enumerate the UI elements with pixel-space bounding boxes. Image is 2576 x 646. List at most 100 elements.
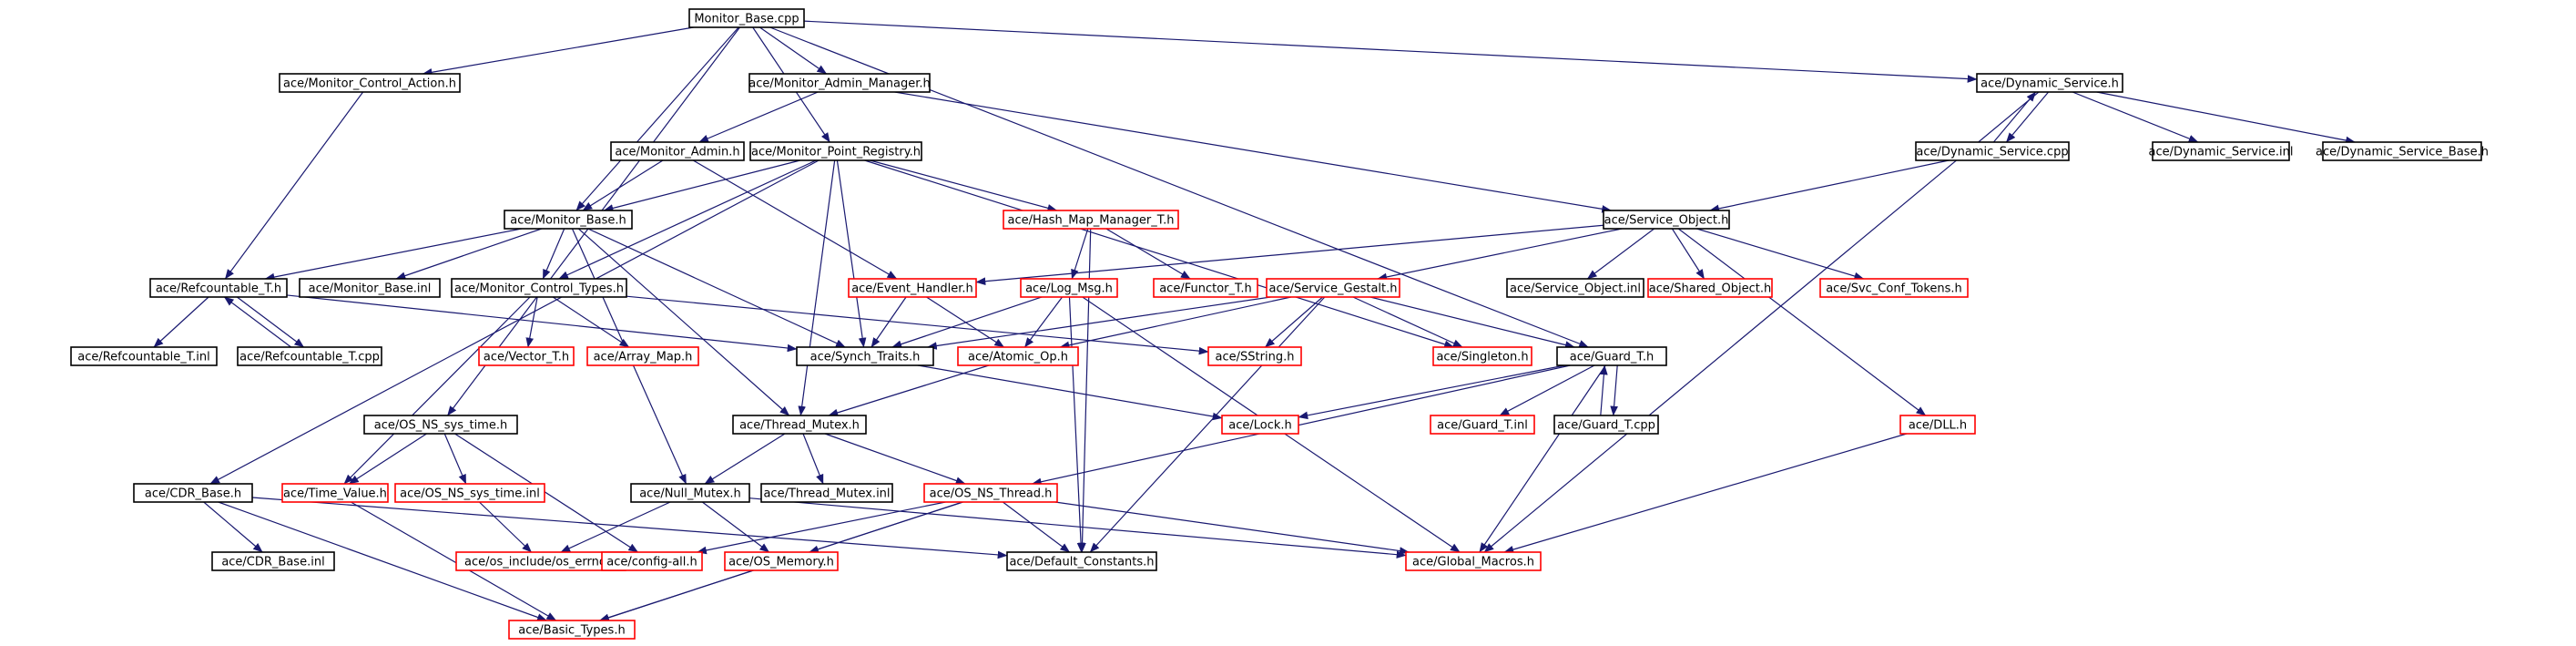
node-box[interactable] [688, 8, 805, 28]
node-box[interactable] [1603, 210, 1730, 230]
node-dsinl[interactable]: ace/Dynamic_Service.inl [2149, 141, 2294, 161]
node-tm[interactable]: ace/Thread_Mutex.h [732, 415, 867, 435]
node-box[interactable] [1899, 415, 1976, 435]
node-box[interactable] [149, 278, 288, 298]
node-box[interactable] [760, 483, 893, 503]
node-box[interactable] [957, 346, 1079, 366]
node-st[interactable]: ace/Synch_Traits.h [796, 346, 934, 366]
node-box[interactable] [1432, 346, 1532, 366]
node-gt[interactable]: ace/Guard_T.h [1556, 346, 1667, 366]
node-rccpp[interactable]: ace/Refcountable_T.cpp [237, 346, 382, 366]
node-gm[interactable]: ace/Global_Macros.h [1405, 551, 1542, 571]
node-box[interactable] [630, 483, 750, 503]
node-box[interactable] [299, 278, 441, 298]
node-mct[interactable]: ace/Monitor_Control_Types.h [451, 278, 627, 298]
node-box[interactable] [1647, 278, 1773, 298]
node-box[interactable] [748, 73, 931, 93]
node-tv[interactable]: ace/Time_Value.h [281, 483, 389, 503]
node-ao[interactable]: ace/Atomic_Op.h [957, 346, 1079, 366]
node-sct[interactable]: ace/Svc_Conf_Tokens.h [1819, 278, 1969, 298]
node-box[interactable] [2152, 141, 2290, 161]
node-box[interactable] [732, 415, 867, 435]
node-box[interactable] [923, 483, 1058, 503]
node-box[interactable] [848, 278, 977, 298]
node-fun[interactable]: ace/Functor_T.h [1153, 278, 1258, 298]
node-box[interactable] [1405, 551, 1542, 571]
node-box[interactable] [508, 620, 636, 640]
node-box[interactable] [1266, 278, 1400, 298]
node-mam[interactable]: ace/Monitor_Admin_Manager.h [748, 73, 931, 93]
node-box[interactable] [237, 346, 382, 366]
node-soinl[interactable]: ace/Service_Object.inl [1506, 278, 1644, 298]
node-ds[interactable]: ace/Dynamic_Service.h [1976, 73, 2123, 93]
node-box[interactable] [281, 483, 389, 503]
node-box[interactable] [796, 346, 934, 366]
node-sgl[interactable]: ace/Singleton.h [1432, 346, 1532, 366]
node-mca[interactable]: ace/Monitor_Control_Action.h [279, 73, 461, 93]
node-box[interactable] [1207, 346, 1302, 366]
node-ss[interactable]: ace/SString.h [1207, 346, 1302, 366]
node-box[interactable] [1556, 346, 1667, 366]
node-box[interactable] [70, 346, 218, 366]
node-lock[interactable]: ace/Lock.h [1221, 415, 1299, 435]
node-bt[interactable]: ace/Basic_Types.h [508, 620, 636, 640]
node-dll[interactable]: ace/DLL.h [1899, 415, 1976, 435]
node-mbinl[interactable]: ace/Monitor_Base.inl [299, 278, 441, 298]
node-gtcpp[interactable]: ace/Guard_T.cpp [1553, 415, 1659, 435]
node-box[interactable] [1003, 210, 1179, 230]
node-box[interactable] [749, 141, 922, 161]
node-box[interactable] [363, 415, 518, 435]
node-box[interactable] [1553, 415, 1659, 435]
node-box[interactable] [586, 346, 699, 366]
edge-so-to-sho [1671, 228, 1705, 280]
node-box[interactable] [478, 346, 575, 366]
node-box[interactable] [133, 483, 253, 503]
node-box[interactable] [1020, 278, 1118, 298]
node-box[interactable] [1506, 278, 1644, 298]
node-box[interactable] [610, 141, 745, 161]
node-box[interactable] [724, 551, 839, 571]
node-box[interactable] [1915, 141, 2070, 161]
node-gtinl[interactable]: ace/Guard_T.inl [1430, 415, 1535, 435]
node-box[interactable] [601, 551, 703, 571]
node-cdr[interactable]: ace/CDR_Base.h [133, 483, 253, 503]
node-dscpp[interactable]: ace/Dynamic_Service.cpp [1915, 141, 2070, 161]
node-box[interactable] [279, 73, 461, 93]
node-so[interactable]: ace/Service_Object.h [1603, 210, 1730, 230]
node-cfg[interactable]: ace/config-all.h [601, 551, 703, 571]
node-box[interactable] [451, 278, 627, 298]
node-log[interactable]: ace/Log_Msg.h [1020, 278, 1118, 298]
node-box[interactable] [1006, 551, 1157, 571]
node-root[interactable]: Monitor_Base.cpp [688, 8, 805, 28]
node-dc[interactable]: ace/Default_Constants.h [1006, 551, 1157, 571]
node-mb[interactable]: ace/Monitor_Base.h [504, 210, 633, 230]
node-sg[interactable]: ace/Service_Gestalt.h [1266, 278, 1400, 298]
node-box[interactable] [504, 210, 633, 230]
node-mpr[interactable]: ace/Monitor_Point_Registry.h [749, 141, 922, 161]
node-box[interactable] [1819, 278, 1969, 298]
node-am[interactable]: ace/Array_Map.h [586, 346, 699, 366]
node-box[interactable] [1976, 73, 2123, 93]
node-box[interactable] [2322, 141, 2482, 161]
node-osnt[interactable]: ace/OS_NS_Thread.h [923, 483, 1058, 503]
node-dsb[interactable]: ace/Dynamic_Service_Base.h [2316, 141, 2489, 161]
node-errno[interactable]: ace/os_include/os_errno.h [455, 551, 626, 571]
node-box[interactable] [211, 551, 335, 571]
node-madm[interactable]: ace/Monitor_Admin.h [610, 141, 745, 161]
node-osstinl[interactable]: ace/OS_NS_sys_time.inl [394, 483, 545, 503]
node-osst[interactable]: ace/OS_NS_sys_time.h [363, 415, 518, 435]
node-rc[interactable]: ace/Refcountable_T.h [149, 278, 288, 298]
node-box[interactable] [1221, 415, 1299, 435]
node-hmm[interactable]: ace/Hash_Map_Manager_T.h [1003, 210, 1179, 230]
node-nm[interactable]: ace/Null_Mutex.h [630, 483, 750, 503]
node-mem[interactable]: ace/OS_Memory.h [724, 551, 839, 571]
node-eh[interactable]: ace/Event_Handler.h [848, 278, 977, 298]
node-box[interactable] [1430, 415, 1535, 435]
node-box[interactable] [394, 483, 545, 503]
node-sho[interactable]: ace/Shared_Object.h [1647, 278, 1773, 298]
node-cdrinl[interactable]: ace/CDR_Base.inl [211, 551, 335, 571]
node-box[interactable] [1153, 278, 1258, 298]
node-tminl[interactable]: ace/Thread_Mutex.inl [760, 483, 893, 503]
node-vec[interactable]: ace/Vector_T.h [478, 346, 575, 366]
node-rcinl[interactable]: ace/Refcountable_T.inl [70, 346, 218, 366]
